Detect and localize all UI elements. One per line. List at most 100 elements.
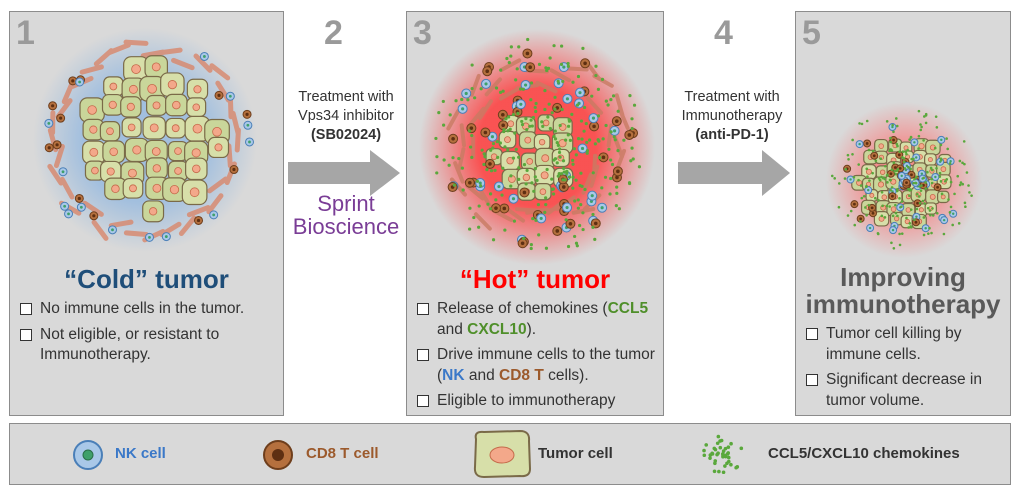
bullet-item: Not eligible, or resistant to Immunother… — [18, 325, 277, 366]
chemokine-dot — [852, 175, 856, 179]
bullet-text: NK — [442, 366, 465, 384]
tumor-nucleus — [127, 123, 136, 132]
chemokine-dot — [877, 198, 880, 202]
chemokine-dot — [961, 161, 964, 165]
chemokine-dot — [891, 123, 894, 127]
chemokine-dot — [581, 46, 585, 50]
chemokine-dot — [637, 165, 642, 169]
chemokine-dot — [910, 157, 913, 161]
chemokine-dot — [892, 161, 896, 165]
chemokine-dot — [935, 166, 938, 170]
chemokine-dot — [830, 174, 834, 178]
chemokine-dot — [587, 138, 592, 142]
chemokine-dot — [566, 133, 570, 137]
cd8-nucleus — [47, 146, 51, 150]
chemokine-dot — [895, 189, 899, 193]
treatment-line: Immunotherapy — [681, 107, 783, 124]
chemokine-dot — [509, 45, 513, 49]
chemokine-dot — [545, 68, 549, 73]
nk-nucleus — [212, 213, 216, 217]
chemokine-dot — [844, 167, 848, 171]
chemokine-dot — [865, 185, 868, 189]
tumor-nucleus — [132, 145, 142, 155]
step-4-treatment: Treatment with Immunotherapy (anti-PD-1) — [668, 88, 796, 145]
chemokine-dot — [555, 161, 559, 165]
chemokine-dot — [721, 449, 726, 453]
chemokine-dot — [550, 177, 554, 181]
chemokine-dot — [895, 117, 898, 120]
chemokine-dot — [441, 99, 445, 104]
tumor-nucleus — [167, 80, 177, 90]
bullet-text: No immune cells in the tumor. — [40, 300, 245, 317]
chemokine-dot — [898, 197, 901, 200]
chemokine-dot — [907, 165, 910, 169]
chemokine-dot — [933, 146, 937, 150]
cd8-nucleus — [593, 221, 598, 226]
chemokine-dot — [468, 206, 472, 210]
nk-nucleus — [590, 194, 594, 198]
nk-nucleus — [613, 129, 617, 133]
chemokine-dot — [508, 127, 512, 131]
cd8-nucleus — [583, 61, 587, 66]
nk-nucleus — [539, 216, 543, 220]
nk-nucleus — [484, 82, 488, 86]
fibroblast — [617, 107, 630, 131]
chemokine-dot — [448, 113, 452, 117]
fibroblast — [499, 86, 521, 101]
chemokine-dot — [909, 208, 913, 211]
chemokine-dot — [530, 124, 534, 128]
chemokine-dot — [928, 226, 931, 230]
chemokine-dot — [864, 206, 867, 209]
chemokine-dot — [548, 56, 552, 60]
chemokine-dot — [560, 107, 564, 112]
chemokine-dot — [568, 138, 573, 142]
chemokine-dot — [959, 181, 963, 184]
tumor-nucleus — [192, 164, 201, 174]
chemokine-dot — [561, 159, 566, 163]
chemokine-dot — [507, 60, 511, 65]
chemokine-dot — [718, 445, 723, 450]
chemokine-dot — [477, 225, 481, 229]
chemokine-dot — [590, 94, 594, 98]
chemokine-dot — [582, 105, 587, 110]
chemokine-dot — [931, 207, 934, 210]
chemokine-dot — [901, 156, 904, 159]
tumor-nucleus — [522, 173, 531, 182]
step-2-treatment: Treatment with Vps34 inhibitor (SB02024) — [284, 88, 408, 145]
chemokine-dot — [629, 159, 633, 163]
title-line: immunotherapy — [805, 289, 1001, 320]
drug-name: (anti-PD-1) — [695, 126, 769, 143]
chemokine-dot — [529, 242, 533, 247]
chemokine-dot — [591, 171, 595, 175]
cold-tumor-title: “Cold” tumor — [64, 264, 229, 294]
fibroblast — [107, 42, 131, 55]
tumor-nucleus — [879, 169, 886, 175]
tumor-nucleus — [151, 147, 161, 156]
chemokine-dot — [865, 167, 869, 171]
nk-nucleus — [951, 212, 955, 215]
chemokine-dot — [874, 159, 878, 163]
chemokine-dot — [546, 115, 550, 119]
chemokine-dot — [541, 124, 545, 128]
chemokine-dot — [894, 172, 898, 176]
chemokine-dot — [721, 470, 726, 475]
cd8-nucleus — [483, 130, 488, 135]
fibroblast — [515, 207, 540, 213]
chemokine-dot — [877, 177, 881, 180]
tumor-nucleus — [506, 156, 514, 165]
chemokine-dot — [557, 147, 562, 151]
chemokine-dot — [517, 45, 521, 49]
chemokine-dot — [501, 166, 505, 170]
chemokine-dot — [898, 243, 902, 247]
nk-nucleus — [565, 97, 570, 101]
nk-nucleus — [858, 142, 861, 146]
cold-tumor-bullets: No immune cells in the tumor. Not eligibl… — [18, 299, 277, 371]
tumor-nucleus — [149, 123, 159, 133]
chemokine-dot — [564, 138, 568, 142]
chemokine-dot — [907, 187, 910, 191]
chemokine-dot — [612, 135, 616, 139]
chemokine-dot — [938, 171, 942, 175]
fibroblast — [585, 95, 604, 115]
chemokine-dot — [543, 210, 547, 214]
chemokine-dot — [919, 189, 923, 192]
